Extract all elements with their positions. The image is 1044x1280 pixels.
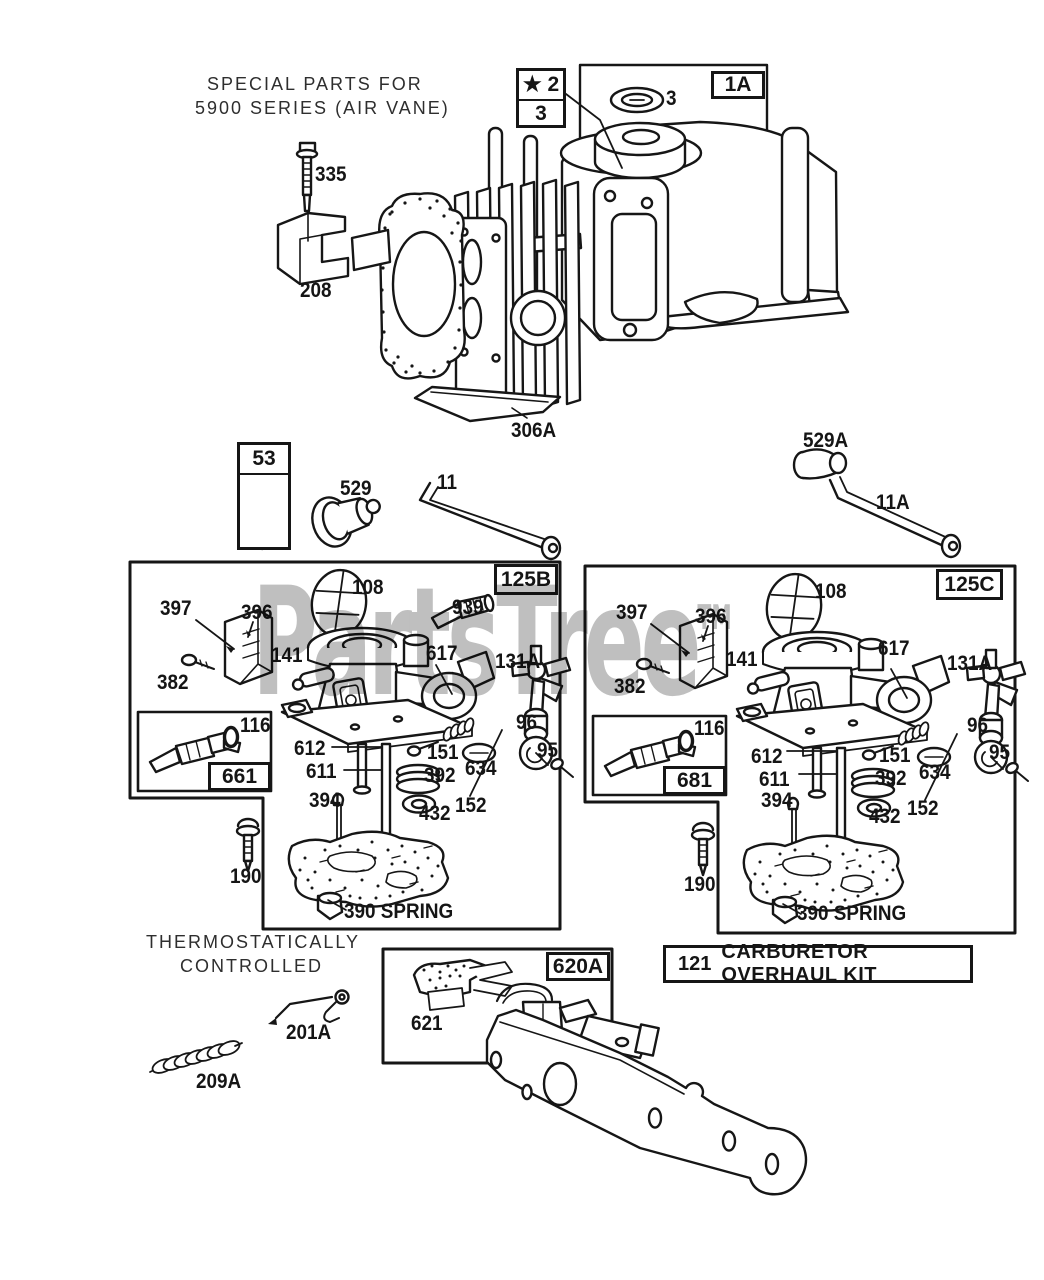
part-label-152: 152 <box>455 794 487 817</box>
header-line1: SPECIAL PARTS FOR <box>207 74 423 94</box>
part-label-621: 621 <box>411 1012 443 1035</box>
callout-box-125c: 125C <box>936 569 1003 600</box>
part-label-190: 190 <box>684 873 716 896</box>
part-label-209a: 209A <box>196 1070 242 1093</box>
part-label-611: 611 <box>306 760 337 783</box>
part-label-397: 397 <box>160 597 192 620</box>
callout-53: 53 <box>240 445 288 475</box>
part-label-116: 116 <box>694 717 725 740</box>
part-label-141: 141 <box>271 644 303 667</box>
part-label-529: 529 <box>340 477 372 500</box>
part-label-397: 397 <box>616 601 648 624</box>
part-label-96: 96 <box>516 711 538 734</box>
overhaul-kit-number: 121 <box>678 952 712 975</box>
part-label-394: 394 <box>761 789 793 812</box>
part-label-529a: 529A <box>803 429 849 452</box>
part-label-611: 611 <box>759 768 790 791</box>
part-label-396: 396 <box>695 605 727 628</box>
part-label-131a: 131A <box>495 650 541 673</box>
part-label-390-spring: 390 SPRING <box>344 900 454 923</box>
callout-box-661: 661 <box>208 762 271 791</box>
part-label-152: 152 <box>907 797 939 820</box>
part-label-116: 116 <box>240 714 271 737</box>
engine-assembly-drawing <box>276 63 850 423</box>
part-label-108: 108 <box>352 576 384 599</box>
part-label-382: 382 <box>157 671 189 694</box>
part-label-95: 95 <box>989 741 1011 764</box>
part-label-634: 634 <box>919 761 951 784</box>
overhaul-kit-box: 121 CARBURETOR OVERHAUL KIT <box>663 941 973 986</box>
thermostat-section-drawing <box>149 947 808 1196</box>
part-label-201a: 201A <box>286 1021 332 1044</box>
part-label-612: 612 <box>294 737 326 760</box>
part-label-11: 11 <box>437 471 457 494</box>
part-label-95: 95 <box>537 739 559 762</box>
callout-star-2: ★ 2 <box>519 70 563 101</box>
part-label-306a: 306A <box>511 419 557 442</box>
part-label-151: 151 <box>879 744 911 767</box>
callout-box-1a: 1A <box>711 71 765 99</box>
part-label-394: 394 <box>309 789 341 812</box>
thermo-note-line1: THERMOSTATICALLY <box>146 932 361 952</box>
needle-939-drawing <box>430 593 495 630</box>
part-label-190: 190 <box>230 865 262 888</box>
part-label-432: 432 <box>419 802 451 825</box>
part-label-96: 96 <box>967 714 989 737</box>
part-label-382: 382 <box>614 675 646 698</box>
part-label-634: 634 <box>465 757 497 780</box>
overhaul-kit-label: CARBURETOR OVERHAUL KIT <box>721 941 878 986</box>
part-label-939: 939 <box>452 596 484 619</box>
callout-box-681: 681 <box>663 766 726 795</box>
mid-parts-drawing <box>247 448 962 561</box>
callout-box-620a: 620A <box>546 952 610 981</box>
callout-box-53: 53 <box>237 442 291 550</box>
part-label-617: 617 <box>878 637 910 660</box>
part-label-108: 108 <box>815 580 847 603</box>
part-label-390-spring: 390 SPRING <box>797 902 907 925</box>
thermo-note-line2: CONTROLLED <box>180 956 324 976</box>
part-label-392: 392 <box>424 764 456 787</box>
part-label-208: 208 <box>300 279 332 302</box>
part-label-11a: 11A <box>876 491 910 514</box>
part-label-131a: 131A <box>947 652 993 675</box>
carburetor-drawing <box>128 560 574 931</box>
part-label-612: 612 <box>751 745 783 768</box>
part-label-392: 392 <box>875 767 907 790</box>
callout-box-125b: 125B <box>494 564 558 595</box>
part-label-335: 335 <box>315 163 347 186</box>
callout-3: 3 <box>535 101 547 125</box>
part-label-396: 396 <box>241 601 273 624</box>
callout-box-star-2-3: ★ 2 3 <box>516 68 566 128</box>
part-label-141: 141 <box>726 648 758 671</box>
part-label-3: 3 <box>666 87 677 110</box>
header-line2: 5900 SERIES (AIR VANE) <box>195 98 450 118</box>
part-label-617: 617 <box>426 642 458 665</box>
part-label-432: 432 <box>869 805 901 828</box>
part-label-151: 151 <box>427 741 459 764</box>
